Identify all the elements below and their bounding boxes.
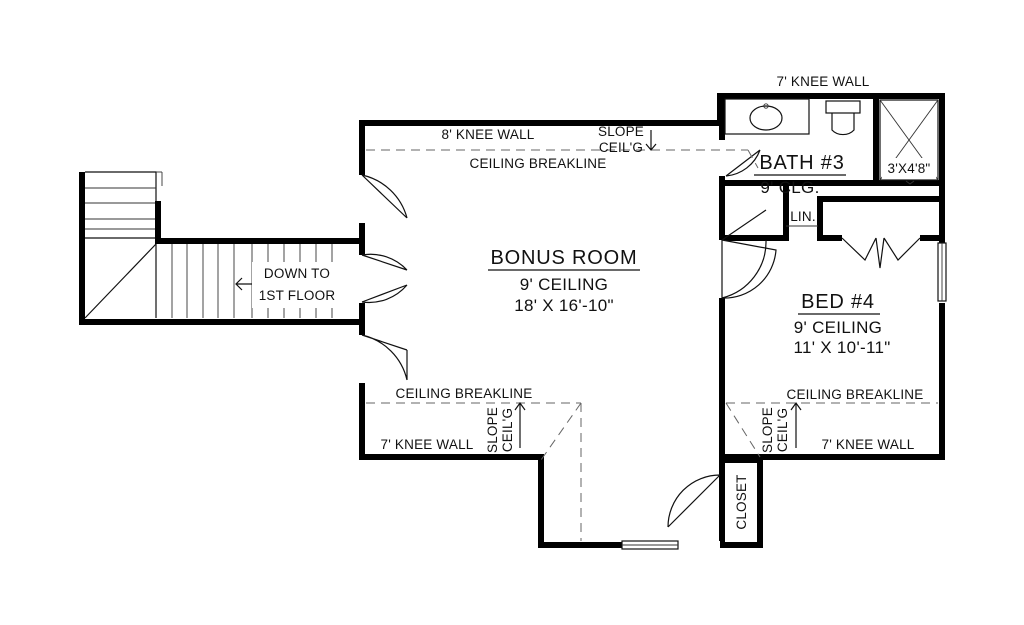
breakline-label-top: CEILING BREAKLINE	[470, 156, 607, 171]
bath-name: BATH #3	[759, 152, 844, 174]
shower-stall	[879, 99, 939, 181]
bonus-room-name: BONUS ROOM	[491, 247, 638, 269]
stair-label-line1: DOWN TO	[264, 266, 330, 281]
slope-label-vertical: SLOPE	[485, 407, 500, 453]
vanity-counter	[724, 98, 810, 135]
toilet-icon	[831, 113, 855, 136]
door-swing-3	[361, 334, 408, 381]
door-swing-closet	[667, 474, 721, 528]
ceil-label-vertical-bed: CEIL'G	[775, 408, 790, 452]
bed-size: 11' X 10'-11"	[793, 338, 890, 357]
sink-icon	[749, 105, 783, 131]
labels: 7' KNEE WALL 8' KNEE WALL SLOPE CEIL'G C…	[259, 74, 931, 530]
knee-wall-bonus-bottom-label: 7' KNEE WALL	[380, 437, 473, 452]
slope-label-vertical-bed: SLOPE	[760, 407, 775, 453]
bifold-doors	[841, 237, 921, 269]
ceil-label-vertical: CEIL'G	[500, 408, 515, 452]
door-swing-1	[361, 174, 408, 219]
bath-fixtures	[724, 98, 939, 185]
slope-arrow-icon	[790, 401, 802, 448]
bonus-room-size: 18' X 16'-10"	[514, 296, 614, 315]
door-swing-2	[361, 253, 408, 304]
toilet-tank	[825, 100, 861, 114]
knee-wall-top-label: 7' KNEE WALL	[776, 74, 869, 89]
ceil-label: CEIL'G	[599, 140, 643, 155]
stair-fill	[82, 172, 162, 322]
linen-label: LIN.	[790, 209, 816, 224]
door-swing-bath	[725, 149, 761, 177]
stair-label-line2: 1ST FLOOR	[259, 288, 336, 303]
bed-ceiling: 9' CEILING	[794, 318, 882, 337]
bonus-room-ceiling: 9' CEILING	[520, 275, 608, 294]
slope-arrow-icon	[645, 130, 657, 151]
bath-ceiling: 9' CLG.	[760, 178, 819, 197]
doors-and-windows	[361, 149, 947, 550]
breakline-label-bonus: CEILING BREAKLINE	[396, 386, 533, 401]
door-swing-bed	[721, 209, 767, 299]
knee-wall-bed-bottom-label: 7' KNEE WALL	[821, 437, 914, 452]
ceiling-lines	[366, 130, 938, 541]
bed-name: BED #4	[801, 291, 875, 313]
shower-size-label: 3'X4'8"	[888, 161, 931, 176]
staircase	[82, 171, 342, 322]
slope-label: SLOPE	[598, 124, 644, 139]
breakline-label-bed: CEILING BREAKLINE	[787, 387, 924, 402]
knee-wall-bonus-top-label: 8' KNEE WALL	[441, 127, 534, 142]
slope-arrow-icon	[514, 401, 526, 448]
closet-label: CLOSET	[734, 474, 749, 529]
